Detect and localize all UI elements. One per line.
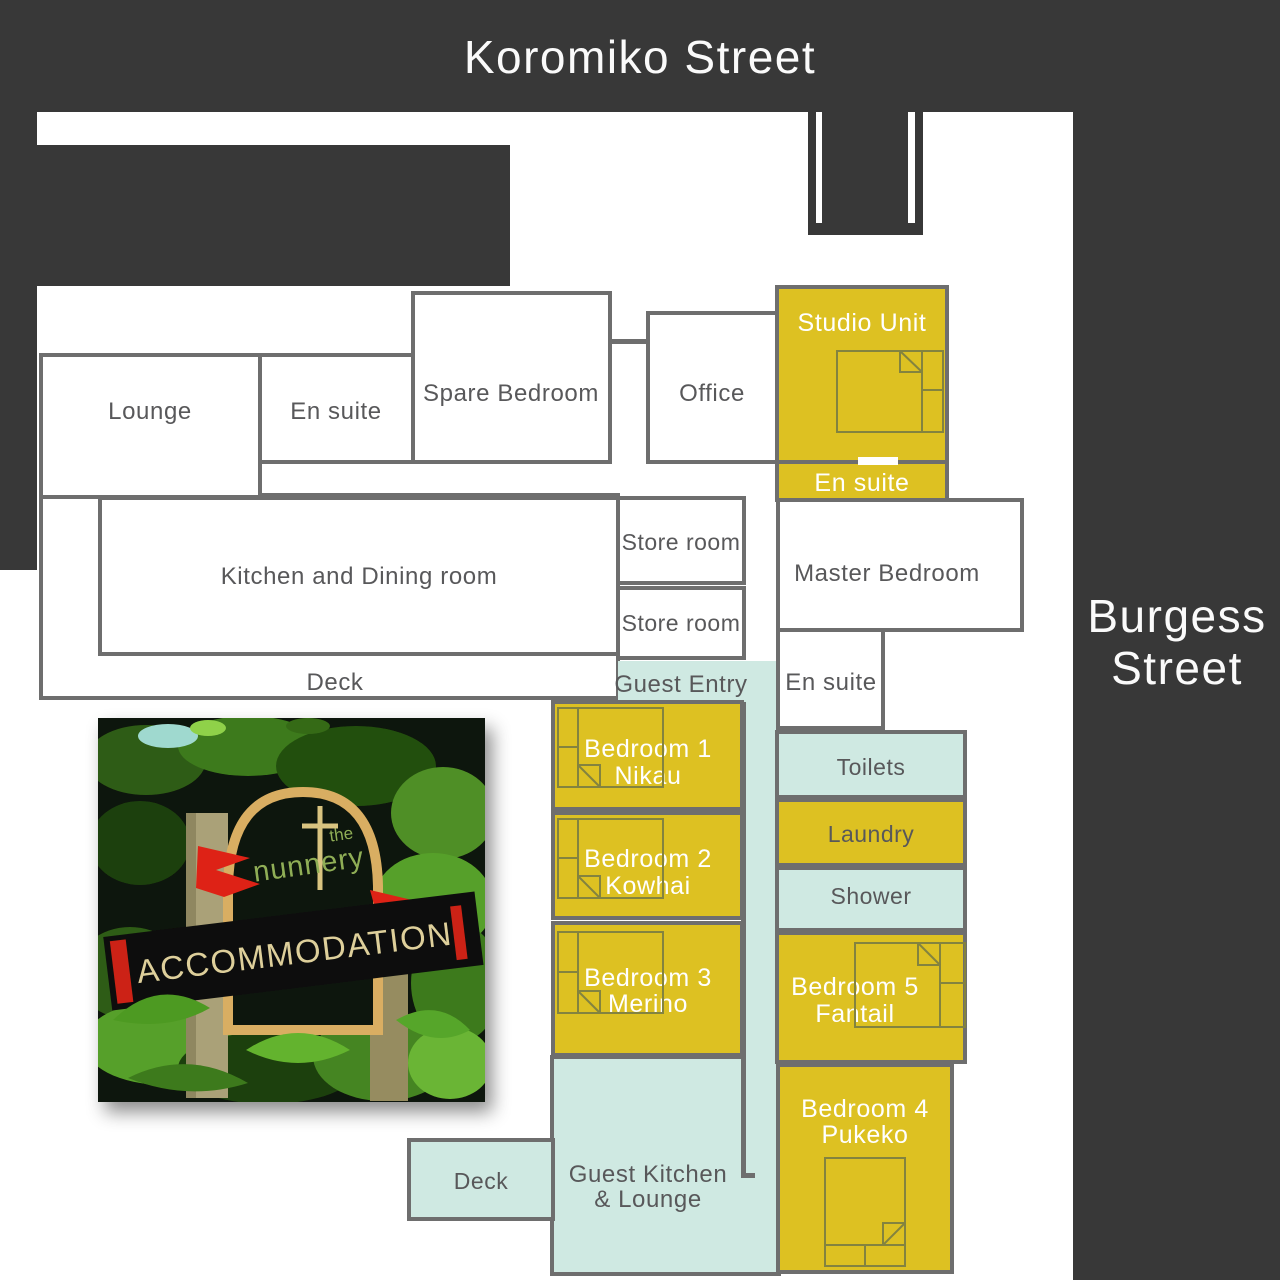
cross-icon	[302, 806, 338, 890]
foreground-leaves	[113, 994, 470, 1092]
bedroom-1: Bedroom 1 Nikau	[551, 700, 744, 811]
bedroom-3: Bedroom 3 Merino	[551, 921, 744, 1057]
shower-label: Shower	[831, 883, 912, 909]
store-room-top: Store room	[616, 496, 746, 585]
bedroom4-name: Pukeko	[822, 1121, 909, 1149]
bedroom1-label: Bedroom 1	[584, 735, 712, 763]
driveway	[808, 112, 923, 235]
guest-entry: Guest Entry	[614, 661, 775, 702]
bedroom4-label: Bedroom 4	[801, 1095, 929, 1123]
guest-kitchen-label-line2: & Lounge	[594, 1186, 702, 1213]
store-room-top-label: Store room	[622, 529, 741, 555]
wall-connector	[610, 339, 648, 344]
office-label: Office	[679, 380, 745, 407]
burgess-street-band	[1073, 112, 1280, 1280]
ensuite-lounge-label: En suite	[290, 398, 382, 425]
kitchen-dining-room: Kitchen and Dining room	[98, 496, 620, 656]
office: Office	[646, 311, 779, 464]
kitchen-dining-label: Kitchen and Dining room	[221, 563, 498, 590]
accommodation-banner: ACCOMMODATION	[103, 891, 484, 1011]
bed-icon-studio	[836, 350, 944, 433]
bedroom1-name: Nikau	[615, 762, 682, 790]
master-bedroom: Master Bedroom	[776, 498, 1024, 632]
nunnery-sign-photo: the nunnery ACCOMMODATION	[98, 718, 485, 1102]
bed-icon-bedroom1	[557, 707, 664, 788]
bed-icon-bedroom2	[557, 818, 664, 899]
toilets-label: Toilets	[837, 754, 906, 780]
guest-corridor	[744, 661, 776, 1271]
deck-label: Deck	[306, 669, 363, 696]
master-ensuite-label: En suite	[785, 669, 877, 696]
guest-deck-label: Deck	[454, 1168, 508, 1194]
guest-kitchen-label-line1: Guest Kitchen	[569, 1161, 728, 1188]
bedroom-2: Bedroom 2 Kowhai	[551, 811, 744, 920]
bed-icon-bedroom3	[557, 931, 664, 1014]
spare-bedroom: Spare Bedroom	[411, 291, 612, 464]
koru-carving-left	[196, 846, 260, 897]
burgess-street-label-line1: Burgess	[1087, 590, 1266, 642]
koromiko-street-band	[0, 0, 1280, 112]
bedroom3-label: Bedroom 3	[584, 964, 712, 992]
bedroom-5: Bedroom 5 Fantail	[775, 931, 967, 1064]
bed-icon-bedroom4	[824, 1157, 906, 1267]
spare-bedroom-label: Spare Bedroom	[423, 380, 599, 407]
store-room-bottom-label: Store room	[622, 610, 741, 636]
toilets: Toilets	[775, 730, 967, 799]
site-boundary-left	[0, 112, 37, 570]
guest-deck: Deck	[407, 1138, 555, 1221]
studio-ensuite: En suite	[744, 460, 949, 502]
master-bedroom-label: Master Bedroom	[794, 560, 980, 587]
koromiko-street-label: Koromiko Street	[464, 31, 816, 83]
lounge: Lounge	[39, 353, 262, 499]
studio-unit-label: Studio Unit	[798, 309, 927, 337]
burgess-street-label-line2: Street	[1111, 642, 1243, 694]
laundry: Laundry	[775, 798, 967, 867]
sign-word-the: the	[328, 824, 354, 846]
master-ensuite: En suite	[776, 628, 885, 730]
bed-icon-bedroom5	[854, 942, 966, 1028]
lounge-label: Lounge	[108, 398, 192, 425]
laundry-label: Laundry	[828, 821, 915, 847]
corridor-wall-return	[741, 1173, 755, 1178]
guest-entry-label: Guest Entry	[614, 671, 747, 698]
site-block-topleft	[37, 145, 510, 286]
door-opening	[858, 457, 898, 465]
studio-unit: Studio Unit	[775, 285, 949, 464]
store-room-bottom: Store room	[616, 586, 746, 660]
bedroom2-name: Kowhai	[605, 872, 691, 900]
ensuite-lounge: En suite	[258, 353, 415, 464]
studio-ensuite-label: En suite	[814, 469, 909, 497]
shower: Shower	[775, 866, 967, 932]
bedroom-4: Bedroom 4 Pukeko	[776, 1063, 954, 1274]
bedroom2-label: Bedroom 2	[584, 845, 712, 873]
